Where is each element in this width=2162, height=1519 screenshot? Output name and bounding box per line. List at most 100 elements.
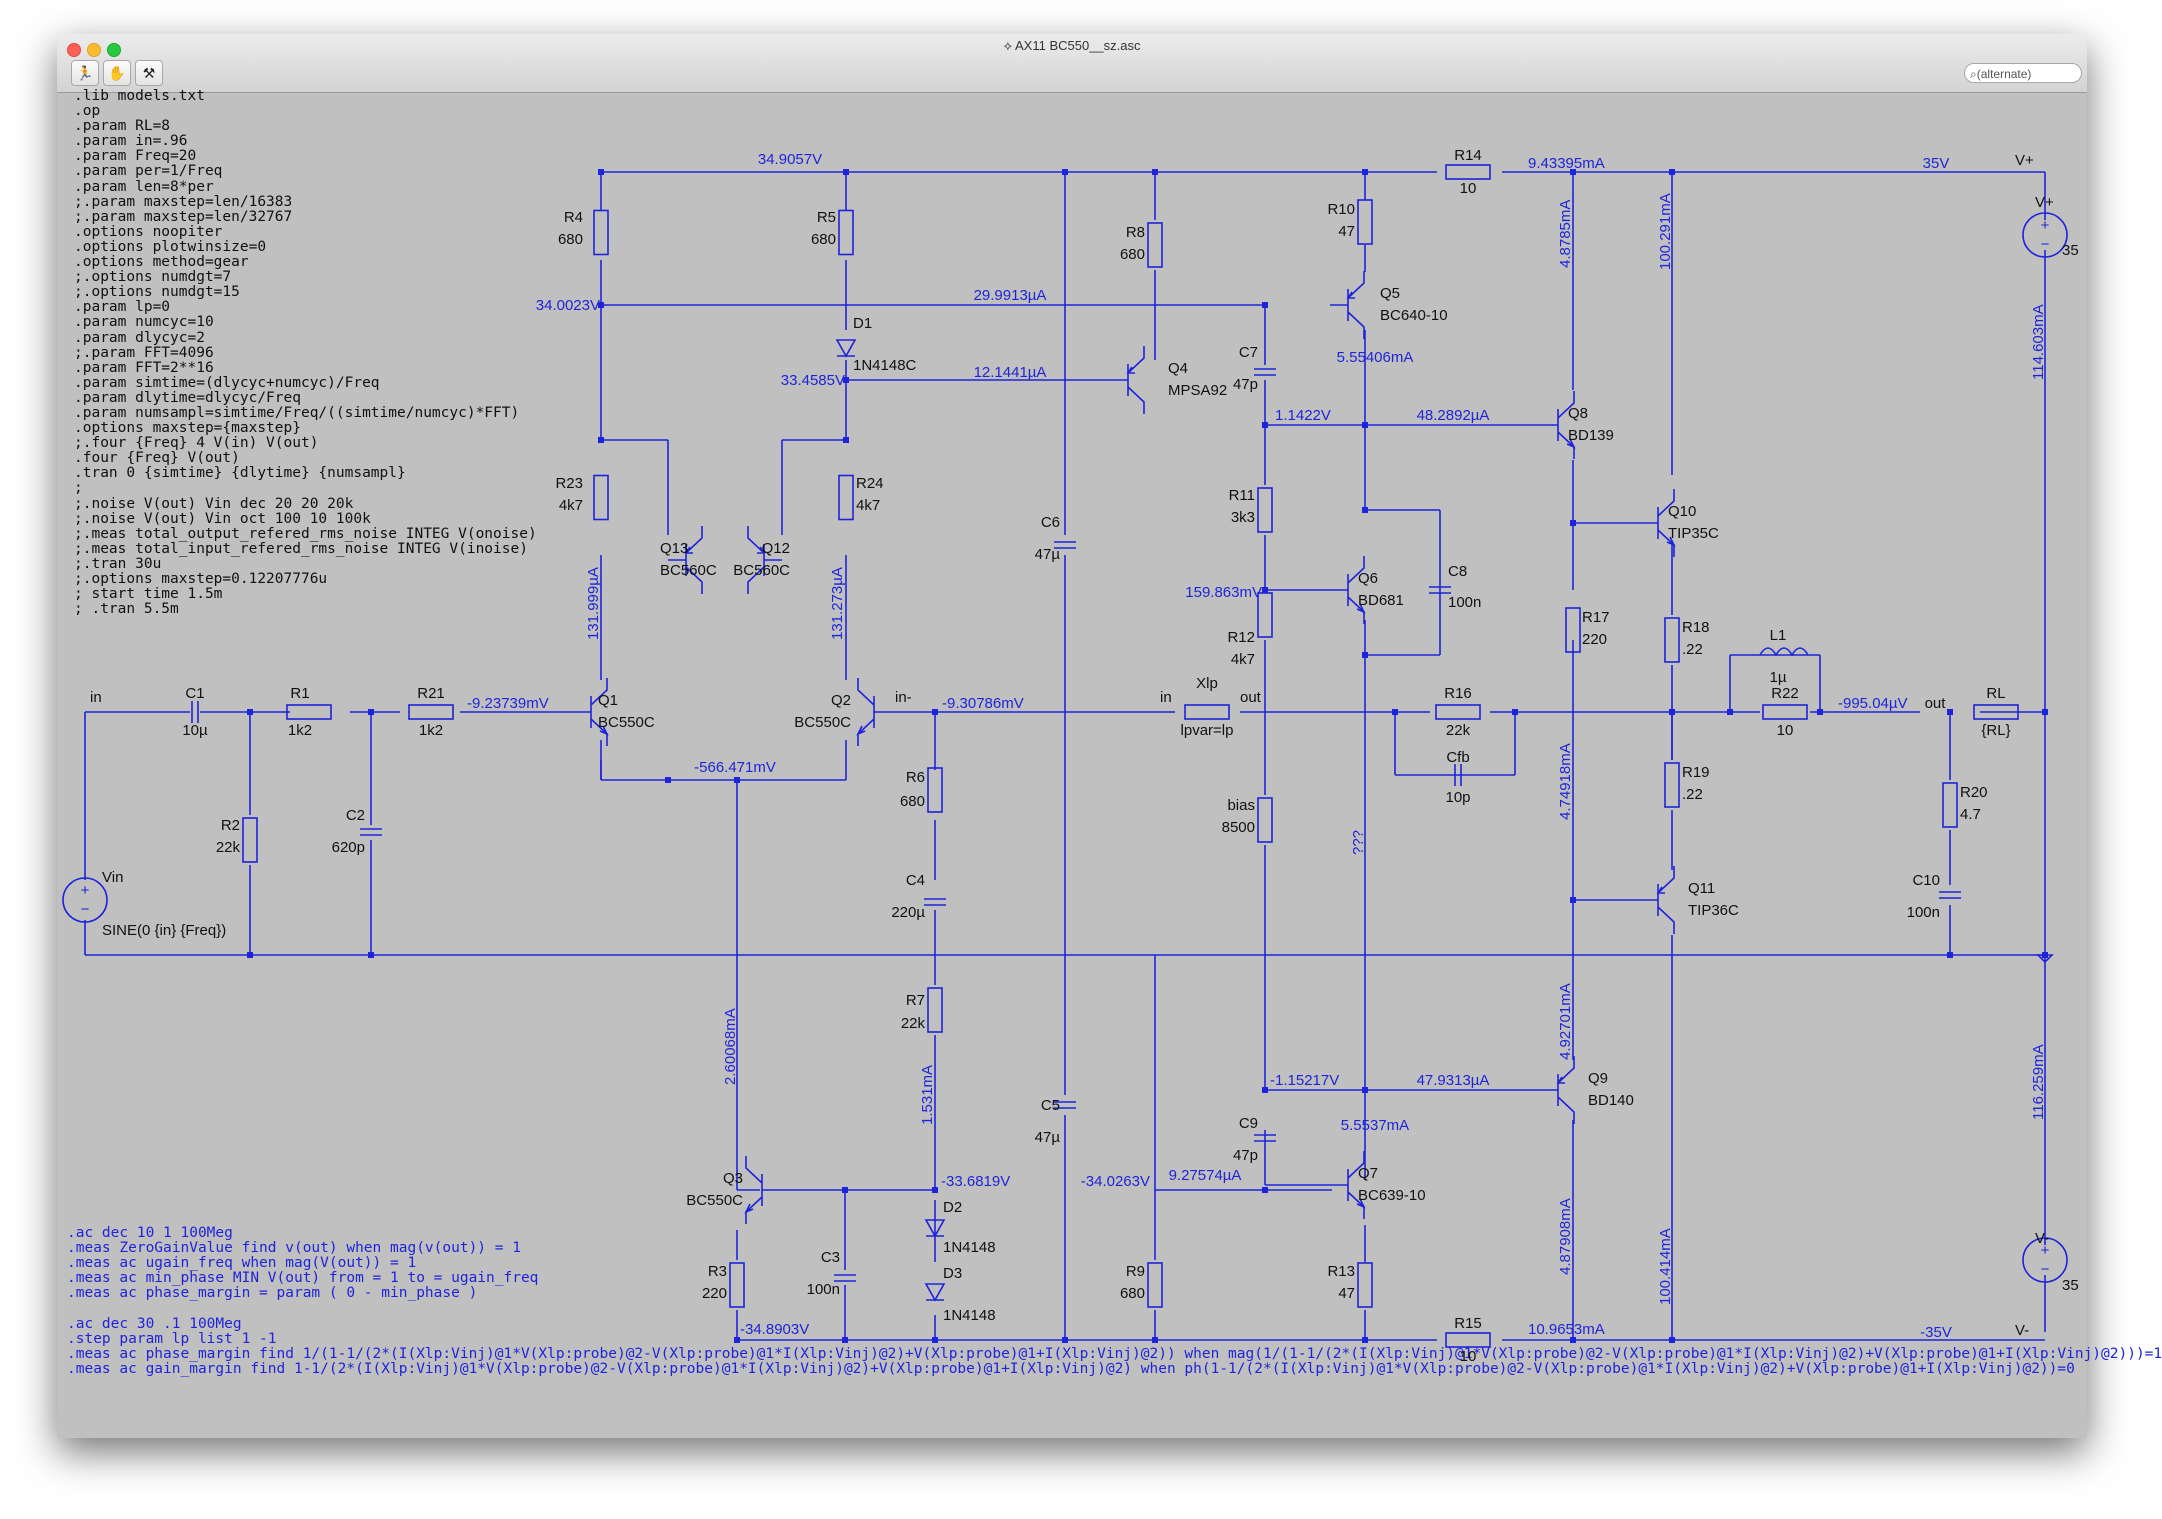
junction [368, 952, 374, 958]
component-value: BC550C [686, 1192, 743, 1209]
component-name: Q9 [1588, 1070, 1608, 1087]
component-value: BC560C [733, 562, 790, 579]
npn-transistor-symbol [1540, 391, 1575, 459]
component-value: 47µ [1035, 1129, 1061, 1146]
junction [598, 302, 604, 308]
junction [1262, 1187, 1268, 1193]
close-button[interactable] [67, 43, 81, 57]
component-name: C2 [346, 807, 365, 824]
document-icon: ⟡ [1003, 38, 1015, 53]
component-value: 1N4148 [943, 1239, 996, 1256]
pnp-transistor-symbol [668, 526, 703, 594]
operating-point-label: -35V [1920, 1324, 1952, 1341]
junction [665, 777, 671, 783]
npn-transistor-symbol [1330, 1151, 1365, 1219]
spice-directives-bottom[interactable]: .ac dec 10 1 100Meg .meas ZeroGainValue … [67, 1225, 2162, 1377]
operating-point-label: 4.87908mA [1557, 1198, 1574, 1275]
component-value: 100n [1907, 904, 1940, 921]
component-name: C6 [1041, 514, 1060, 531]
junction [1262, 1087, 1268, 1093]
operating-point-label: 2.60068mA [722, 1008, 739, 1085]
operating-point-label: 4.74918mA [1557, 743, 1574, 820]
operating-point-label: 35V [1923, 155, 1950, 172]
operating-point-label: 9.27574µA [1169, 1167, 1242, 1184]
component-name: R22 [1771, 685, 1799, 702]
component-name: C10 [1912, 872, 1940, 889]
component-value: 220 [702, 1285, 727, 1302]
component-value: 4.7 [1960, 806, 1981, 823]
junction [598, 437, 604, 443]
operating-point-label: 100.291mA [1657, 193, 1674, 270]
capacitor-symbol [924, 898, 946, 906]
component-value: BD681 [1358, 592, 1404, 609]
component-value: {RL} [1981, 722, 2010, 739]
schematic-canvas[interactable]: R4680R5680R234k7R244k7R11k2R211k2R222kC2… [57, 92, 2087, 1438]
operating-point-label: 159.863mV [1185, 584, 1262, 601]
emitter-arrow [1656, 886, 1665, 894]
emitter-arrow [1126, 366, 1135, 374]
junction [843, 437, 849, 443]
junction [1669, 709, 1675, 715]
net-label-out: out [1925, 695, 1947, 712]
junction [1392, 709, 1398, 715]
component-name: R11 [1229, 487, 1255, 504]
zoom-button[interactable] [107, 43, 121, 57]
plus-sign: + [2041, 1242, 2050, 1259]
diode-symbol [924, 1283, 946, 1302]
control-panel-icon[interactable]: ⚒ [135, 60, 163, 86]
component-name: R9 [1126, 1263, 1145, 1280]
operating-point-label: 10.9653mA [1528, 1321, 1605, 1338]
component-value: BC639-10 [1358, 1187, 1426, 1204]
component-name: Q13 [660, 540, 688, 557]
npn-transistor-symbol [857, 678, 892, 746]
operating-point-label: 116.259mA [2030, 1044, 2047, 1120]
resistor-symbol [729, 1262, 745, 1308]
run-icon[interactable]: 🏃 [71, 60, 99, 86]
operating-point-label: 47.9313µA [1417, 1072, 1490, 1089]
component-value: 1N4148C [853, 357, 917, 374]
component-name: R3 [708, 1263, 727, 1280]
capacitor-symbol [1429, 586, 1451, 594]
pnp-transistor-symbol [1540, 1056, 1575, 1124]
resistor-symbol [1357, 199, 1373, 245]
search-input[interactable]: ⌕(alternate) [1964, 63, 2082, 83]
component-name: R16 [1444, 685, 1472, 702]
component-name: C3 [821, 1249, 840, 1266]
minimize-button[interactable] [87, 43, 101, 57]
operating-point-label: -9.23739mV [467, 695, 549, 712]
emitter-arrow [856, 725, 866, 736]
component-name: R15 [1454, 1315, 1482, 1332]
junction [1062, 169, 1068, 175]
component-name: R20 [1960, 784, 1988, 801]
emitter-arrow [1566, 438, 1576, 449]
resistor-symbol [1147, 1262, 1163, 1308]
spice-directives-left[interactable]: .lib models.txt .op .param RL=8 .param i… [74, 88, 537, 618]
npn-transistor-symbol [1330, 556, 1365, 624]
component-name: D2 [943, 1199, 962, 1216]
component-name: Cfb [1446, 749, 1469, 766]
component-name: Q3 [723, 1170, 743, 1187]
junction [932, 709, 938, 715]
operating-point-label: 4.92701mA [1557, 983, 1574, 1060]
operating-point-label: 34.0023V [536, 297, 600, 314]
junction [1727, 709, 1733, 715]
component-name: R23 [555, 475, 583, 492]
component-value: 4k7 [559, 497, 583, 514]
component-value: BC550C [794, 714, 851, 731]
junction [1362, 1087, 1368, 1093]
junction [2042, 709, 2048, 715]
component-name: Q10 [1668, 503, 1696, 520]
component-name: D3 [943, 1265, 962, 1282]
diode-symbol [924, 1219, 946, 1238]
pnp-transistor-symbol [1640, 866, 1675, 934]
junction [1947, 952, 1953, 958]
resistor-symbol [593, 209, 609, 256]
halt-icon[interactable]: ✋ [103, 60, 131, 86]
component-value: MPSA92 [1168, 382, 1227, 399]
voltage-source-symbol [2022, 1237, 2068, 1283]
resistor-symbol [838, 209, 854, 256]
schematic-window: ⟡ AX11 BC550__sz.asc 🏃 ✋ ⚒ ⌕(alternate) … [57, 34, 2162, 1438]
component-name: C9 [1239, 1115, 1258, 1132]
junction [1362, 507, 1368, 513]
operating-point-label: 12.1441µA [974, 364, 1047, 381]
